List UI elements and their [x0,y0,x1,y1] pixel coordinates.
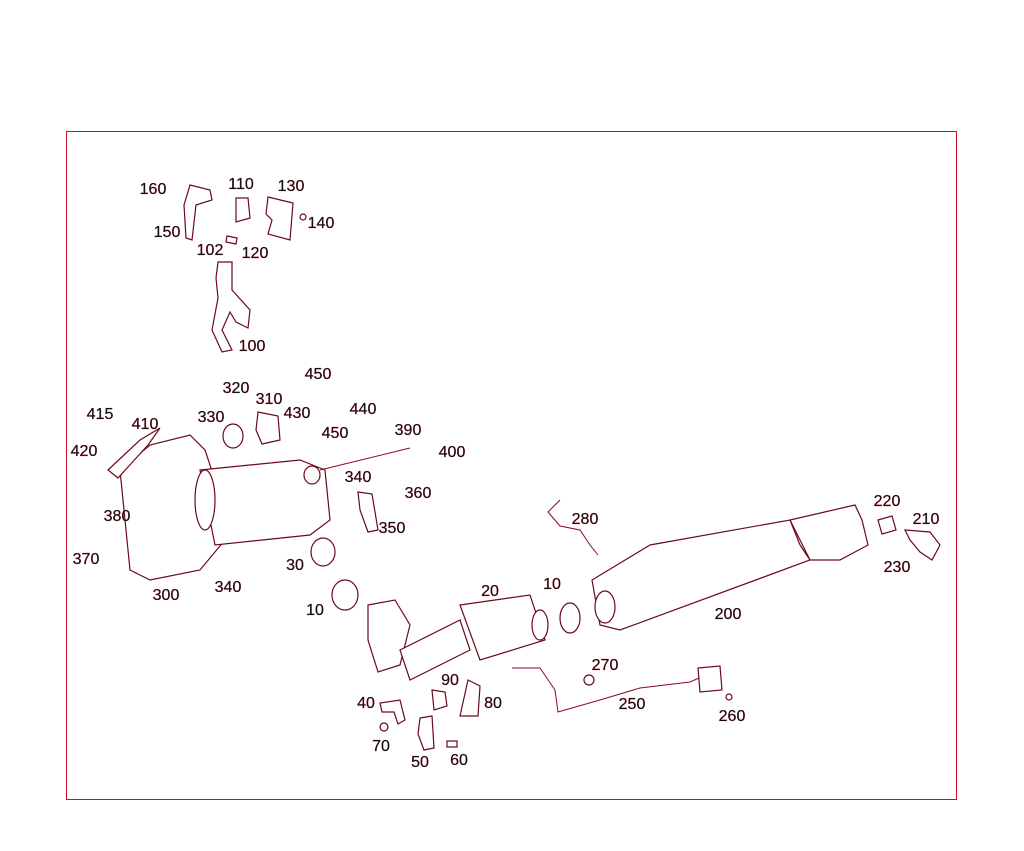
connector-250 [697,665,723,693]
bracket-110 [235,197,251,223]
part-label-280[interactable]: 280 [571,511,599,528]
nut-140 [299,213,307,221]
bracket-350 [357,491,379,533]
part-label-70[interactable]: 70 [372,738,390,755]
pipe-100 [211,261,251,353]
part-label-200[interactable]: 200 [714,606,742,623]
parts-drawing [107,184,941,751]
clip-90 [431,689,448,711]
part-label-220[interactable]: 220 [873,493,901,510]
part-label-250[interactable]: 250 [618,696,646,713]
clamp-10-front [331,579,359,611]
part-label-160[interactable]: 160 [139,181,167,198]
part-label-30[interactable]: 30 [286,557,304,574]
sensor-line-390 [319,447,411,471]
part-label-340[interactable]: 340 [214,579,242,596]
sensor-cable-250 [512,667,709,713]
clamp-10-rear [559,602,581,634]
part-label-440[interactable]: 440 [349,401,377,418]
bracket-40 [379,699,406,725]
part-label-350[interactable]: 350 [378,520,406,537]
clip-102 [225,235,238,245]
part-label-110[interactable]: 110 [228,176,254,193]
converter-outlet [531,609,549,641]
muffler-inlet [594,590,616,624]
part-label-120[interactable]: 120 [241,245,269,262]
part-label-450[interactable]: 450 [304,366,332,383]
converter-neck [399,619,471,681]
converter-body [199,459,331,546]
gasket-30 [310,537,336,567]
part-label-360[interactable]: 360 [404,485,432,502]
part-label-430[interactable]: 430 [283,405,311,422]
converter-inlet [194,469,216,531]
part-label-300[interactable]: 300 [152,587,180,604]
part-label-370[interactable]: 370 [72,551,100,568]
part-label-230[interactable]: 230 [883,559,911,576]
part-label-260[interactable]: 260 [718,708,746,725]
part-label-10[interactable]: 10 [306,602,324,619]
part-label-102[interactable]: 102 [196,242,224,259]
part-label-210[interactable]: 210 [912,511,940,528]
part-label-130[interactable]: 130 [277,178,305,195]
part-label-340[interactable]: 340 [344,469,372,486]
bracket-150 [183,184,213,241]
part-label-310[interactable]: 310 [255,391,283,408]
part-label-400[interactable]: 400 [438,444,466,461]
clamp-310 [255,411,281,445]
bracket-80 [459,679,481,717]
ring-450 [303,465,321,485]
plate-130 [265,196,294,241]
converter-20 [459,594,546,661]
part-label-410[interactable]: 410 [131,416,159,433]
part-label-450[interactable]: 450 [321,425,349,442]
hanger-220 [877,515,897,535]
grommet-270 [583,674,595,686]
part-label-390[interactable]: 390 [394,422,422,439]
part-label-10[interactable]: 10 [543,576,561,593]
bolt-60 [446,740,458,748]
part-label-150[interactable]: 150 [153,224,181,241]
bracket-50 [417,715,435,751]
part-label-100[interactable]: 100 [238,338,266,355]
hanger-210 [903,529,941,561]
part-label-415[interactable]: 415 [86,406,114,423]
part-label-270[interactable]: 270 [591,657,619,674]
part-label-320[interactable]: 320 [222,380,250,397]
grommet-70 [379,722,389,732]
elbow-flange [367,599,411,673]
part-label-40[interactable]: 40 [357,695,375,712]
gasket-330 [222,423,244,449]
diagram-frame [66,131,957,800]
part-label-140[interactable]: 140 [307,215,335,232]
sensor-cable-280 [547,499,599,556]
part-label-20[interactable]: 20 [481,583,499,600]
tailpipe [789,504,869,561]
part-label-50[interactable]: 50 [411,754,429,771]
bracket-410 [107,427,161,479]
part-label-380[interactable]: 380 [103,508,131,525]
part-label-60[interactable]: 60 [450,752,468,769]
part-label-80[interactable]: 80 [484,695,502,712]
part-label-90[interactable]: 90 [441,672,459,689]
nut-260 [725,693,733,701]
part-label-330[interactable]: 330 [197,409,225,426]
part-label-420[interactable]: 420 [70,443,98,460]
muffler-200 [591,519,811,631]
